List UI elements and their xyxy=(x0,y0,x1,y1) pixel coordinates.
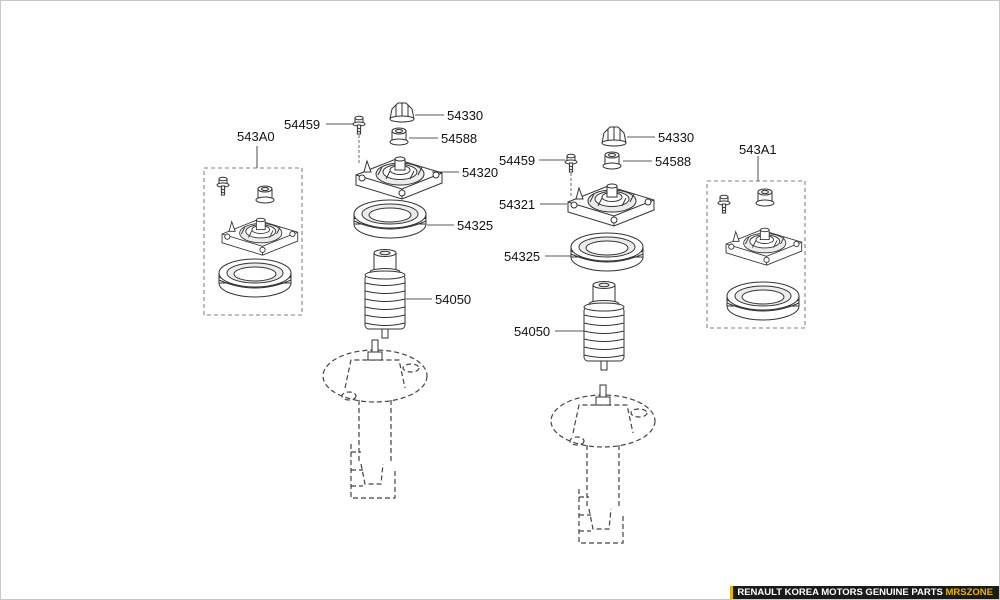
kit-bearing xyxy=(218,258,292,298)
label-54320-left: 54320 xyxy=(462,165,498,180)
kit-bolt-right xyxy=(717,194,731,214)
kit-nut-right xyxy=(755,188,775,207)
label-543A1: 543A1 xyxy=(739,142,777,157)
label-54325-left: 54325 xyxy=(457,218,493,233)
label-54459-right: 54459 xyxy=(499,153,535,168)
kit-box-543A1 xyxy=(706,180,806,329)
kit-bearing-right xyxy=(726,281,800,321)
kit-box-543A0 xyxy=(203,167,303,316)
label-54588-right: 54588 xyxy=(655,154,691,169)
kit-strut-mount xyxy=(221,217,299,256)
strut-assembly-left xyxy=(322,339,428,499)
bump-stop-boot-54050 xyxy=(364,249,406,339)
nut-54588 xyxy=(389,127,409,146)
bearing-54325 xyxy=(353,199,427,239)
label-54330-left: 54330 xyxy=(447,108,483,123)
label-543A0: 543A0 xyxy=(237,129,275,144)
brand-text: MRSZONE xyxy=(945,587,994,598)
nut-54588-right xyxy=(602,151,622,170)
watermark-text: RENAULT KOREA MOTORS GENUINE PARTS xyxy=(737,587,943,598)
kit-strut-mount-right xyxy=(725,227,803,266)
label-54459-left: 54459 xyxy=(284,117,320,132)
bolt-54459-right xyxy=(564,153,578,173)
kit-nut xyxy=(255,185,275,204)
bearing-54325-right xyxy=(570,232,644,272)
label-54321-right: 54321 xyxy=(499,197,535,212)
cap-54330 xyxy=(389,102,415,123)
strut-mount-54321 xyxy=(567,183,655,227)
label-54050-right: 54050 xyxy=(514,324,550,339)
label-54325-right: 54325 xyxy=(504,249,540,264)
label-54330-right: 54330 xyxy=(658,130,694,145)
bolt-54459 xyxy=(352,115,366,135)
label-54050-left: 54050 xyxy=(435,292,471,307)
cap-54330-right xyxy=(601,126,627,147)
strut-assembly-right xyxy=(550,384,656,544)
bump-stop-boot-54050-right xyxy=(583,281,625,371)
strut-mount-54320 xyxy=(355,156,443,200)
watermark-footer: RENAULT KOREA MOTORS GENUINE PARTS MRSZO… xyxy=(730,586,999,599)
label-54588-left: 54588 xyxy=(441,131,477,146)
kit-bolt xyxy=(216,176,230,196)
